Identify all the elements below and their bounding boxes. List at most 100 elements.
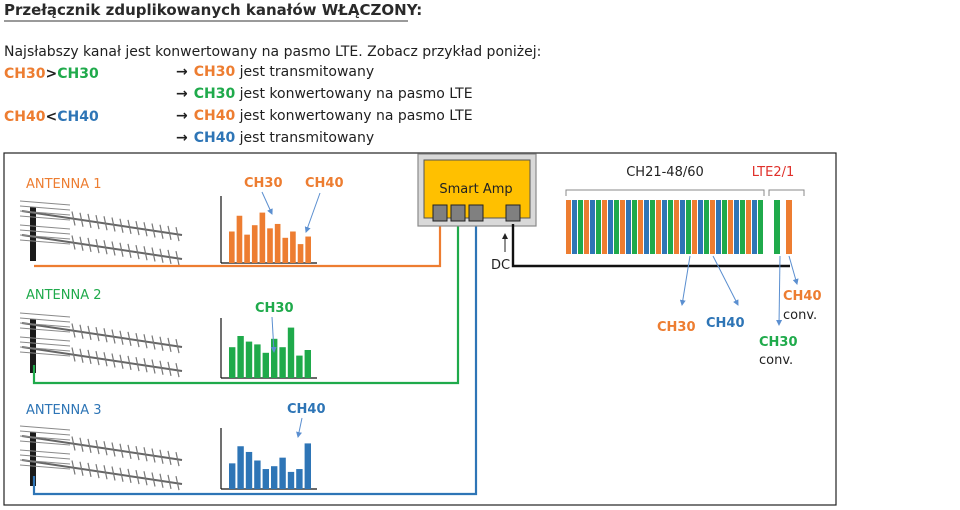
- antenna-director: [159, 449, 164, 464]
- chart-bar: [304, 350, 311, 378]
- antenna-director: [79, 348, 84, 363]
- antenna-reflector-rod: [19, 224, 71, 230]
- annotation-ch40-conv: CH40: [783, 289, 822, 304]
- spectrum-channel-bar: [650, 200, 655, 254]
- chart-bar: [271, 466, 278, 489]
- spectrum-channel-bar: [572, 200, 577, 254]
- antenna-director: [103, 240, 108, 255]
- antenna-director: [87, 213, 92, 229]
- cable-antenna-3: [32, 224, 478, 496]
- antenna-director: [127, 219, 132, 235]
- pointer-ch30: [679, 255, 691, 306]
- antenna-reflector-rod: [19, 351, 71, 357]
- spectrum-channel-bar: [758, 200, 763, 254]
- spectrum-range-label: CH21-48/60: [626, 165, 704, 180]
- spectrum-lte-brace: [768, 189, 805, 196]
- spectrum-channel-bar: [740, 200, 745, 254]
- antenna-director: [167, 249, 172, 265]
- antenna-director: [79, 212, 84, 227]
- antenna-2-icon: [19, 312, 183, 378]
- antenna-reflector-rod: [19, 327, 71, 333]
- spectrum-channel-bar: [746, 200, 751, 254]
- antenna-director: [159, 248, 164, 263]
- antenna-3-ch40-pointer: [296, 417, 303, 438]
- antenna-director: [103, 441, 108, 456]
- amp-input-port-1: [432, 204, 448, 222]
- antenna-director: [175, 475, 180, 491]
- antenna-director: [111, 466, 116, 481]
- spectrum-channel-bar: [644, 200, 649, 254]
- case-2-result-2: →CH40 jest transmitowany: [176, 130, 374, 146]
- antenna-director: [135, 445, 140, 461]
- antenna-director: [71, 235, 76, 250]
- antenna-director: [71, 323, 76, 338]
- antenna-reflector-rod: [19, 234, 71, 240]
- spectrum-channel-bar: [686, 200, 691, 254]
- chart-bar: [236, 215, 243, 263]
- spectrum-channel-bar: [656, 200, 661, 254]
- antenna-reflector-rod: [19, 215, 71, 221]
- antenna-director: [127, 355, 132, 371]
- annotation-ch30-conv: CH30: [759, 335, 798, 350]
- antenna-1-mark-ch40: CH40: [305, 176, 344, 191]
- antenna-director: [87, 349, 92, 365]
- antenna-reflector-rod: [19, 239, 71, 245]
- antenna-reflector-rod: [19, 435, 71, 441]
- spectrum-channel-bar: [578, 200, 583, 254]
- spectrum-channel-bar: [674, 200, 679, 254]
- case-2-lhs: CH40: [4, 109, 46, 125]
- result-text: jest konwertowany na pasmo LTE: [235, 86, 473, 102]
- chart-bar: [274, 223, 281, 263]
- chart-bar: [245, 341, 253, 378]
- antenna-mast: [30, 319, 36, 373]
- antenna-3-mark-ch40: CH40: [287, 402, 326, 417]
- antenna-boom: [21, 459, 183, 485]
- antenna-director: [143, 334, 148, 349]
- antenna-director: [71, 460, 76, 475]
- chart-bar: [271, 338, 278, 378]
- antenna-reflector-rod: [19, 341, 71, 347]
- antenna-boom: [21, 234, 183, 260]
- antenna-3-icon: [19, 425, 183, 491]
- smart-amp-label: Smart Amp: [439, 182, 512, 197]
- pointer-ch40-conv: [788, 255, 799, 285]
- spectrum-channel-bar: [692, 200, 697, 254]
- chart-bar: [237, 336, 244, 378]
- antenna-director: [167, 474, 172, 490]
- case-1-lhs: CH30: [4, 66, 46, 82]
- antenna-director: [119, 330, 124, 345]
- chart-bar: [267, 228, 273, 263]
- antenna-director: [175, 338, 180, 354]
- antenna-director: [175, 226, 180, 242]
- antenna-director: [167, 361, 172, 377]
- antenna-reflector-rod: [19, 317, 71, 323]
- antenna-reflector-rod: [19, 336, 71, 342]
- antenna-reflector-rod: [19, 205, 71, 211]
- antenna-director: [103, 465, 108, 480]
- chart-bar: [296, 469, 303, 489]
- arrow-right-icon: →: [176, 130, 188, 146]
- antenna-director: [71, 347, 76, 362]
- antenna-reflector-rod: [19, 322, 71, 328]
- result-channel: CH30: [193, 86, 236, 102]
- annotation-ch40: CH40: [706, 316, 745, 331]
- spectrum-channel-bar: [638, 200, 643, 254]
- antenna-boom: [21, 435, 183, 461]
- antenna-director: [135, 469, 140, 485]
- result-channel: CH30: [193, 64, 236, 80]
- spectrum-channel-bar: [698, 200, 703, 254]
- result-text: jest konwertowany na pasmo LTE: [235, 108, 473, 124]
- antenna-director: [95, 238, 100, 254]
- antenna-director: [151, 335, 156, 350]
- chart-bar: [297, 244, 304, 263]
- antenna-director: [167, 337, 172, 353]
- result-text: jest transmitowany: [235, 130, 375, 146]
- antenna-director: [143, 471, 148, 486]
- antenna-1-chart: [220, 196, 317, 264]
- antenna-director: [167, 225, 172, 241]
- antenna-mast: [30, 207, 36, 261]
- antenna-director: [103, 352, 108, 367]
- antenna-director: [143, 246, 148, 261]
- antenna-director: [127, 331, 132, 347]
- chart-bar: [244, 234, 250, 263]
